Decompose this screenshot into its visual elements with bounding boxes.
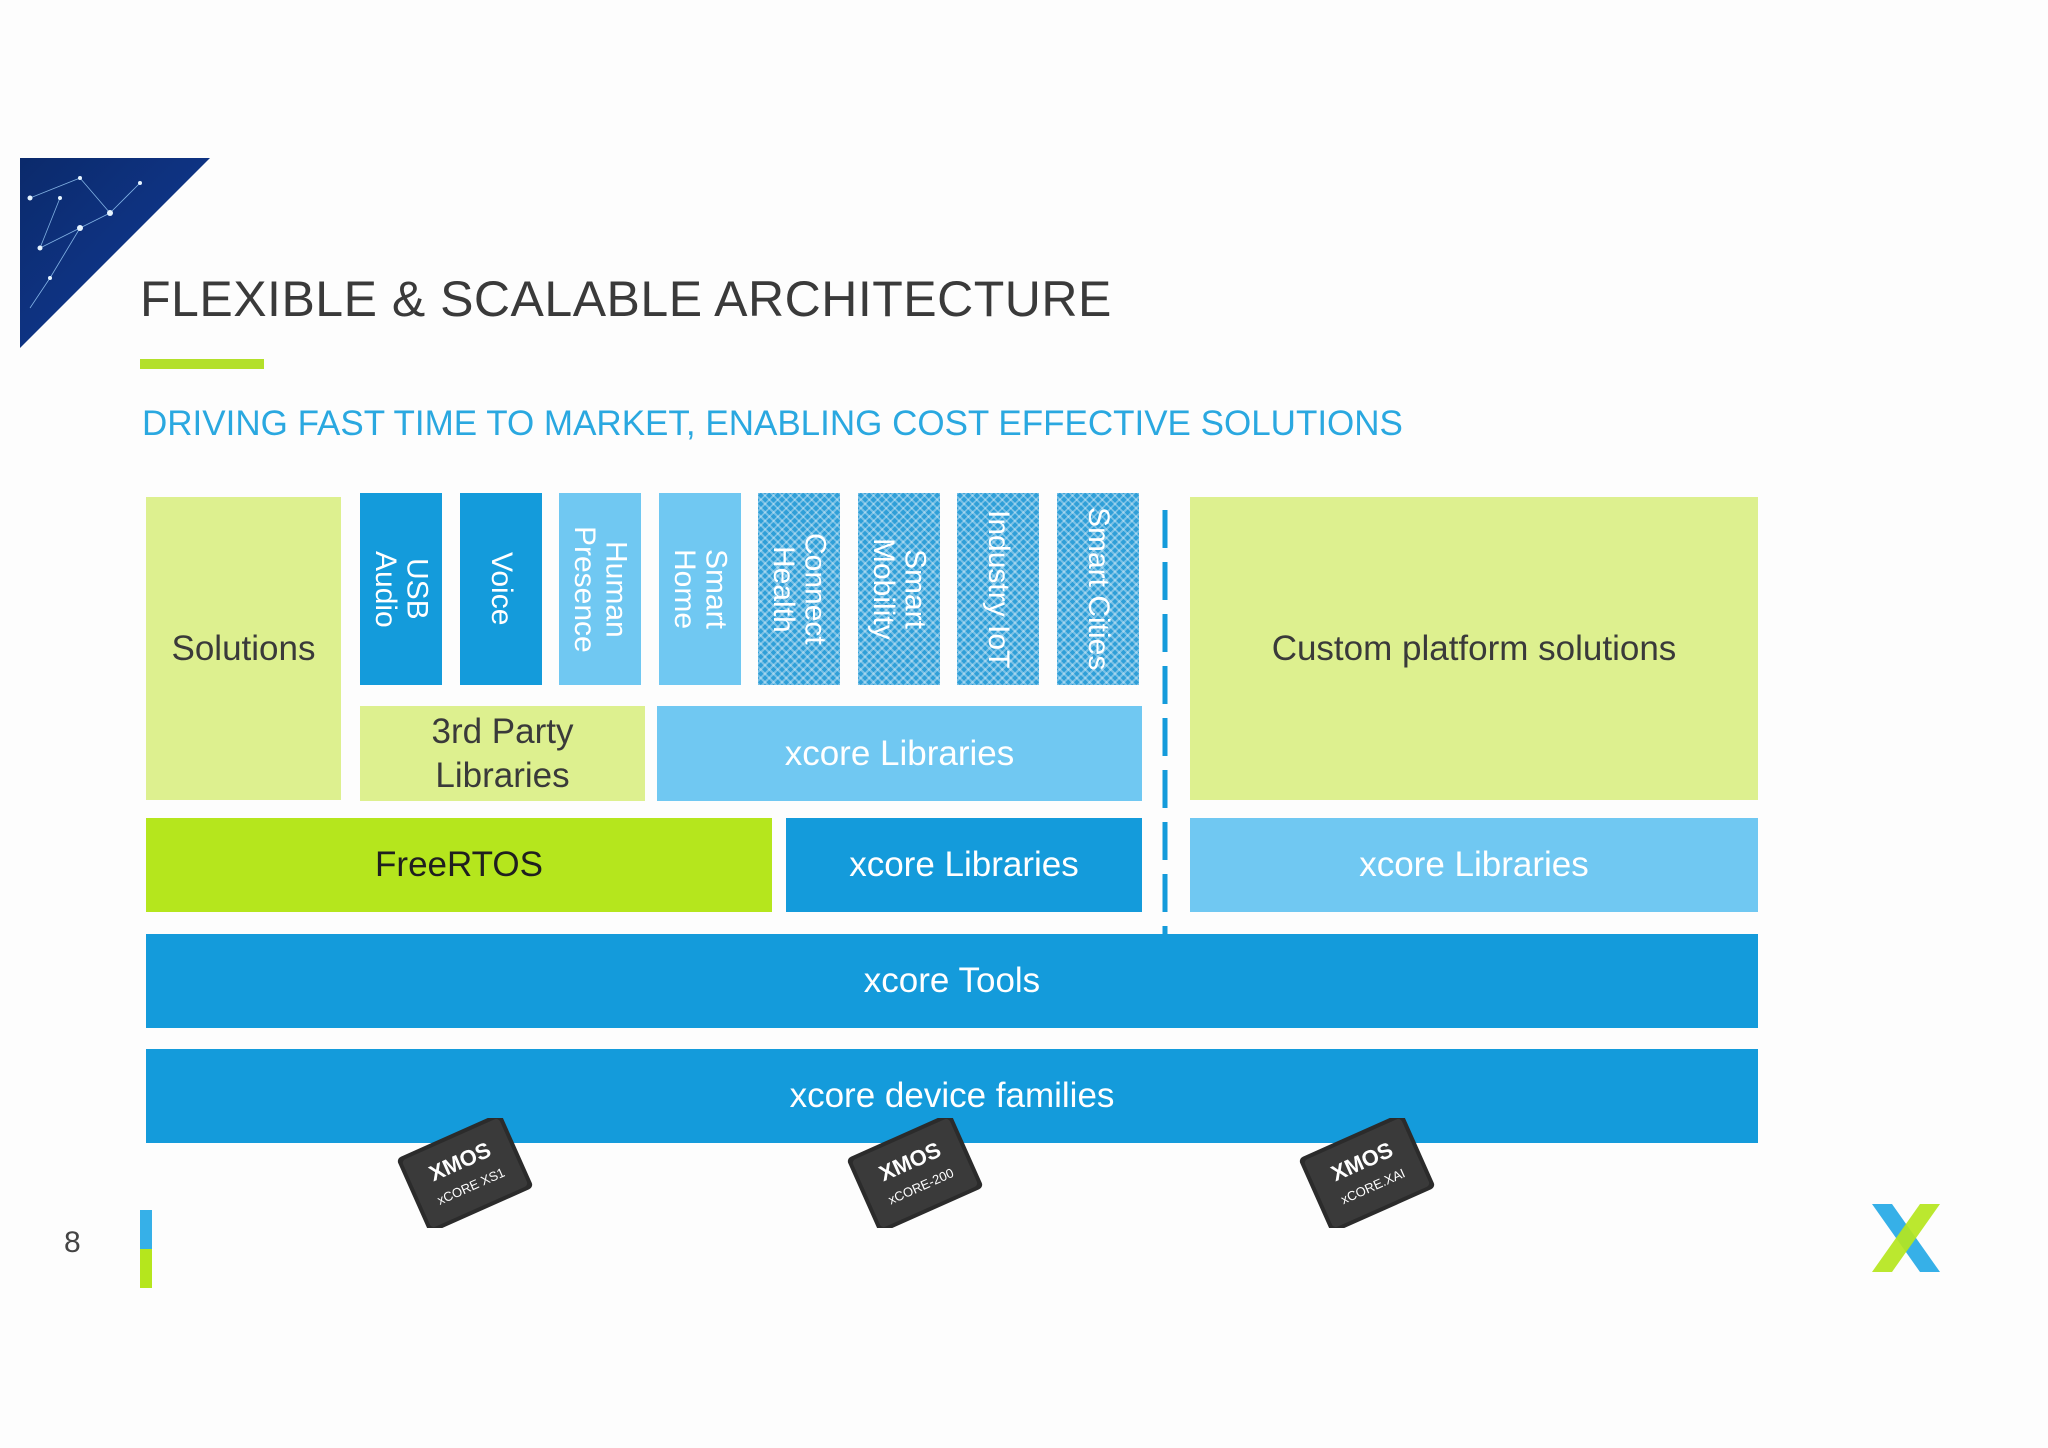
app-column-3: Smart Home <box>659 493 741 685</box>
app-column-label: Smart Mobility <box>867 538 932 640</box>
xcore-tools-block: xcore Tools <box>146 934 1758 1028</box>
app-column-1: Voice <box>460 493 542 685</box>
footer-accent-bar <box>140 1210 152 1288</box>
solutions-block: Solutions <box>146 497 341 800</box>
slide-title: FLEXIBLE & SCALABLE ARCHITECTURE <box>140 271 1112 327</box>
xcore-libraries-right-block: xcore Libraries <box>1190 818 1758 912</box>
app-column-5: Smart Mobility <box>858 493 940 685</box>
chip-image-xs1: XMOS xCORE XS1 <box>397 1118 533 1228</box>
xcore-libraries-upper-label: xcore Libraries <box>784 733 1015 773</box>
app-column-label: Human Presence <box>568 525 633 653</box>
app-column-4: Connect Health <box>758 493 840 685</box>
app-column-0: USB Audio <box>360 493 442 685</box>
xcore-libraries-mid-label: xcore Libraries <box>849 845 1079 885</box>
third-party-libraries-label: 3rd Party Libraries <box>431 711 574 795</box>
xcore-libraries-upper-block: xcore Libraries <box>657 706 1142 801</box>
custom-platform-block: Custom platform solutions <box>1190 497 1758 800</box>
custom-platform-label: Custom platform solutions <box>1271 628 1677 668</box>
title-underline <box>140 359 264 369</box>
app-column-6: Industry IoT <box>957 493 1039 685</box>
slide-subtitle: DRIVING FAST TIME TO MARKET, ENABLING CO… <box>142 404 1403 443</box>
divider-dashed-line <box>1162 510 1168 935</box>
app-column-label: Voice <box>484 552 518 626</box>
app-column-2: Human Presence <box>559 493 641 685</box>
app-column-label: USB Audio <box>369 550 434 628</box>
chip-image-xcore-200: XMOS xCORE-200 <box>847 1118 983 1228</box>
app-column-7: Smart Cities <box>1057 493 1139 685</box>
device-families-label: xcore device families <box>789 1076 1115 1116</box>
freertos-block: FreeRTOS <box>146 818 772 912</box>
app-column-label: Smart Cities <box>1081 507 1115 671</box>
app-column-label: Connect Health <box>767 533 832 645</box>
freertos-label: FreeRTOS <box>375 845 543 885</box>
xcore-tools-label: xcore Tools <box>863 961 1041 1001</box>
app-column-label: Industry IoT <box>981 509 1015 669</box>
xcore-libraries-mid-block: xcore Libraries <box>786 818 1142 912</box>
network-corner-image <box>20 158 210 348</box>
third-party-libraries-block: 3rd Party Libraries <box>360 706 645 801</box>
chip-image-xcore-xai: XMOS xCORE.XAI <box>1299 1118 1435 1228</box>
solutions-label: Solutions <box>171 628 316 668</box>
xcore-libraries-right-label: xcore Libraries <box>1359 845 1589 885</box>
page-number: 8 <box>64 1226 81 1259</box>
app-column-label: Smart Home <box>668 548 733 630</box>
xmos-x-logo-icon <box>1872 1204 1940 1272</box>
